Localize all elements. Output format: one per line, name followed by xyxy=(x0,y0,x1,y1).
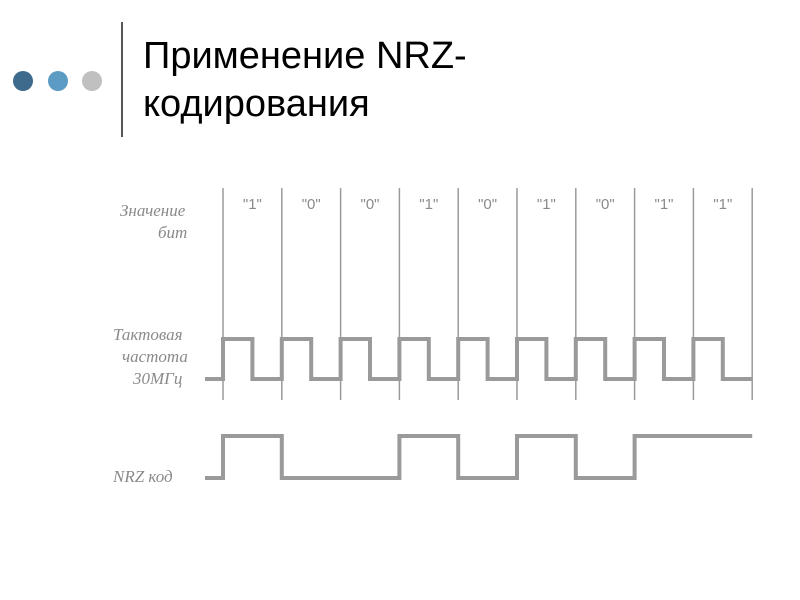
clock-row-label-line-2: частота xyxy=(122,347,188,366)
bit-value-label: "1" xyxy=(655,196,674,213)
clock-row-label-line-1: Тактовая xyxy=(113,325,183,344)
clock-row-label-line-3: 30МГц xyxy=(132,369,182,388)
nrz-row-label: NRZ код xyxy=(112,467,173,486)
bit-value-label: "1" xyxy=(419,196,438,213)
bit-value-label: "1" xyxy=(243,196,262,213)
decorative-dot-light xyxy=(82,71,102,91)
decorative-dot-dark xyxy=(13,71,33,91)
bit-value-label: "0" xyxy=(302,196,321,213)
bit-value-labels: "1" "0" "0" "1" "0" "1" "0" "1" "1" xyxy=(243,196,732,213)
slide-title: Применение NRZ- кодирования xyxy=(143,32,467,128)
clock-signal-waveform xyxy=(205,337,753,381)
bit-value-label: "0" xyxy=(478,196,497,213)
bit-value-label: "0" xyxy=(596,196,615,213)
nrz-signal-waveform xyxy=(205,434,753,480)
bit-value-label: "1" xyxy=(537,196,556,213)
bit-value-label: "1" xyxy=(713,196,732,213)
title-divider xyxy=(121,22,123,137)
decorative-dot-mid xyxy=(48,71,68,91)
bits-row-label-line-1: Значение xyxy=(120,201,186,220)
title-line-1: Применение NRZ- xyxy=(143,35,467,77)
bits-row-label-line-2: бит xyxy=(158,223,187,242)
title-line-2: кодирования xyxy=(143,83,370,125)
bit-value-label: "0" xyxy=(361,196,380,213)
